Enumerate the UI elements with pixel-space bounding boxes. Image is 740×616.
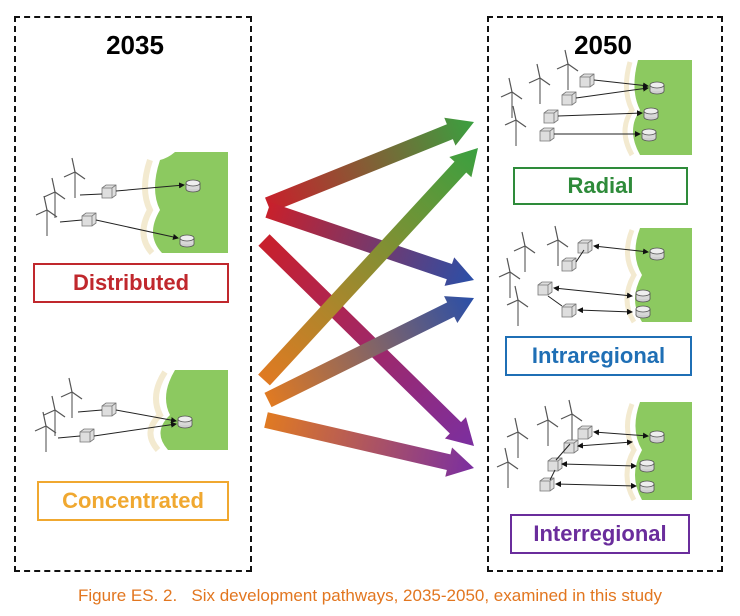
arrow-distributed-to-intraregional (265, 202, 474, 286)
onshore-node-icon (635, 289, 651, 303)
onshore-node-icon (649, 247, 665, 261)
substation-icon (101, 402, 117, 417)
onshore-node-icon (639, 459, 655, 473)
export-cable (93, 421, 177, 437)
export-cable (115, 182, 185, 192)
wind-turbine-icon (556, 49, 579, 91)
wind-turbine-icon (34, 411, 57, 453)
label-interregional: Interregional (510, 514, 690, 554)
arrow-concentrated-to-intraregional (264, 296, 475, 408)
wind-turbine-icon (35, 195, 58, 237)
arrow-concentrated-to-interregional (264, 412, 475, 477)
onshore-node-icon (639, 480, 655, 494)
onshore-node-icon (649, 430, 665, 444)
substation-icon (579, 73, 595, 88)
substation-icon (547, 457, 563, 472)
substation-icon (561, 91, 577, 106)
year-2035: 2035 (106, 30, 164, 60)
arrow-concentrated-to-radial (258, 148, 478, 386)
substation-icon (563, 439, 579, 454)
onshore-node-icon (185, 179, 201, 193)
onshore-node-icon (649, 81, 665, 95)
substation-icon (537, 281, 553, 296)
concentrated-illustration (34, 370, 228, 453)
substation-icon (79, 428, 95, 443)
export-cable (115, 409, 177, 424)
wind-turbine-icon (500, 77, 523, 119)
substation-icon (561, 303, 577, 318)
arrow-distributed-to-interregional (258, 234, 474, 446)
wind-turbine-icon (528, 63, 551, 105)
coast-sand (140, 159, 155, 255)
coastline-land (635, 402, 692, 500)
interregional-illustration (496, 399, 692, 502)
wind-turbine-icon (43, 395, 66, 437)
substation-icon (539, 127, 555, 142)
coastline-land (633, 60, 692, 155)
substation-icon (577, 239, 593, 254)
onshore-node-icon (641, 128, 657, 142)
pathway-arrows (258, 117, 478, 477)
distributed-illustration (35, 152, 228, 255)
label-intraregional: Intraregional (505, 336, 692, 376)
substation-icon (81, 212, 97, 227)
wind-turbine-icon (536, 405, 559, 447)
panel-2050 (487, 16, 723, 572)
onshore-node-icon (179, 234, 195, 248)
export-cable (95, 219, 179, 240)
label-radial: Radial (513, 167, 688, 205)
substation-icon (539, 477, 555, 492)
substation-icon (101, 184, 117, 199)
substation-icon (561, 257, 577, 272)
onshore-node-icon (635, 305, 651, 319)
substation-icon (543, 109, 559, 124)
wind-turbine-icon (506, 417, 529, 459)
year-2050: 2050 (574, 30, 632, 60)
wind-turbine-icon (504, 105, 527, 147)
coast-sand (147, 370, 168, 452)
wind-turbine-icon (496, 447, 519, 489)
wind-turbine-icon (63, 157, 86, 199)
intraregional-illustration (498, 225, 692, 327)
arrow-distributed-to-radial (265, 117, 474, 213)
onshore-node-icon (177, 415, 193, 429)
radial-illustration (500, 49, 692, 157)
coast-sand (622, 61, 635, 157)
wind-turbine-icon (513, 231, 536, 273)
onshore-node-icon (643, 107, 659, 121)
label-distributed: Distributed (33, 263, 229, 303)
substation-icon (577, 425, 593, 440)
figure-caption: Figure ES. 2. Six development pathways, … (78, 586, 662, 605)
coastline-land (152, 152, 228, 253)
coastline-land (160, 370, 228, 450)
panel-2035 (14, 16, 252, 572)
coast-sand (624, 229, 637, 324)
label-concentrated: Concentrated (37, 481, 229, 521)
